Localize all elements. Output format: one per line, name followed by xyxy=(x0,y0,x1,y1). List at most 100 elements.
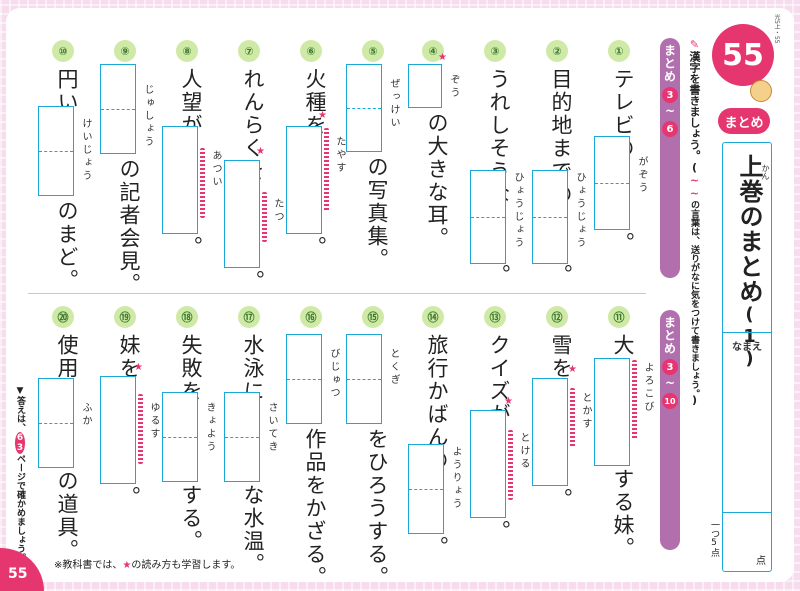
question-number: ⑥ xyxy=(300,40,322,62)
reading-ruby: とくぎ xyxy=(388,348,399,387)
question-number: ④ xyxy=(422,40,444,62)
wavy-underline xyxy=(570,388,575,448)
footnote-suffix: の読み方も学習します。 xyxy=(131,560,241,571)
page-ref: 光5上・55 xyxy=(773,14,780,44)
wavy-underline xyxy=(200,148,205,218)
question-text: 。 xyxy=(487,520,511,543)
reading-ruby: ひょうじょう xyxy=(512,172,523,250)
star-mark: ★ xyxy=(568,364,577,375)
wavy-underline xyxy=(508,430,513,500)
question-number: ⑤ xyxy=(362,40,384,62)
question-text: 雪を xyxy=(549,334,573,380)
page-number: 55 xyxy=(8,566,28,582)
question-text: 作品をかざる。 xyxy=(303,428,327,582)
answer-box[interactable] xyxy=(38,106,74,196)
answer-box[interactable] xyxy=(224,392,260,482)
section-tag-top: まとめ 3 ~ 6 xyxy=(660,38,680,278)
question-text: 。 xyxy=(241,270,265,293)
question-text: 。 xyxy=(179,236,203,259)
answer-box[interactable] xyxy=(286,126,322,234)
question-number: ⑩ xyxy=(52,40,74,62)
reading-ruby: ゆるす xyxy=(148,402,159,441)
question-text: な水温。 xyxy=(241,484,265,576)
answer-box[interactable] xyxy=(346,334,382,424)
answer-box[interactable] xyxy=(162,126,198,234)
tag-top-from: 3 xyxy=(662,87,678,103)
question-text: 火種を xyxy=(303,68,327,137)
question-text: 。 xyxy=(425,536,449,559)
question-text: 。 xyxy=(117,486,141,509)
answer-box[interactable] xyxy=(532,378,568,486)
reading-ruby: けいじょう xyxy=(80,118,91,183)
question-text: 失敗を xyxy=(179,334,203,403)
question-text: する。 xyxy=(179,484,203,553)
reading-ruby: たつ xyxy=(272,198,283,224)
question-number: ⑦ xyxy=(238,40,260,62)
wavy-sample-icon: ~~ xyxy=(688,174,701,200)
worksheet-page: 光5上・55 55 まとめ 上巻のまとめ(1) かん なまえ 点 一つ5点 ✎漢… xyxy=(6,8,794,582)
instruction: ✎漢字を書きましょう。(~~の言葉は、送りがなに気をつけて書きましょう。) xyxy=(686,38,702,407)
question-number: ⑳ xyxy=(52,306,74,328)
section-tag-bottom: まとめ 3 ~ 10 xyxy=(660,310,680,550)
answer-box[interactable] xyxy=(346,64,382,152)
section-divider xyxy=(28,293,646,294)
question-text: 。 xyxy=(487,264,511,287)
tag-bottom-to: 10 xyxy=(662,393,678,409)
name-label: なまえ xyxy=(732,342,762,353)
answer-box[interactable] xyxy=(470,170,506,264)
question-number: ⑱ xyxy=(176,306,198,328)
answer-box[interactable] xyxy=(594,358,630,466)
instruction-paren-close: ) xyxy=(688,393,701,407)
tag-bottom-label: まとめ xyxy=(662,316,677,355)
tag-top-tilde: ~ xyxy=(664,104,676,118)
question-text: のまど。 xyxy=(55,200,79,292)
question-text: 使用 xyxy=(55,334,79,380)
answer-box[interactable] xyxy=(38,378,74,468)
question-number: ⑭ xyxy=(422,306,444,328)
score-unit: 点 xyxy=(756,556,766,567)
answer-box[interactable] xyxy=(286,334,322,424)
question-text: 妹を xyxy=(117,334,141,380)
answer-box[interactable] xyxy=(408,64,442,108)
page-title-suffix: (1) xyxy=(739,304,760,370)
question-text: する妹。 xyxy=(611,468,635,560)
reading-ruby: よろこび xyxy=(642,362,653,414)
answer-box[interactable] xyxy=(224,160,260,268)
question-text: の道具。 xyxy=(55,470,79,562)
score-field[interactable] xyxy=(722,512,772,573)
question-text: 大 xyxy=(611,334,635,357)
question-text: 。 xyxy=(549,264,573,287)
reading-ruby: とかす xyxy=(580,392,591,431)
wavy-underline xyxy=(138,394,143,464)
footnote-prefix: ※教科書では、 xyxy=(54,560,123,571)
answer-box[interactable] xyxy=(408,444,444,534)
answer-box[interactable] xyxy=(100,376,136,484)
question-number: ⑮ xyxy=(362,306,384,328)
answer-box[interactable] xyxy=(532,170,568,264)
lesson-number-badge: 55 xyxy=(712,24,774,86)
star-mark: ★ xyxy=(438,52,447,63)
tag-bottom-tilde: ~ xyxy=(664,376,676,390)
cat-mascot-icon xyxy=(750,80,772,102)
answer-box[interactable] xyxy=(594,136,630,230)
reading-ruby: ぞう xyxy=(448,74,459,100)
question-number: ⑯ xyxy=(300,306,322,328)
question-number: ⑨ xyxy=(114,40,136,62)
question-number: ② xyxy=(546,40,568,62)
question-text: 。 xyxy=(549,488,573,511)
question-number: ⑫ xyxy=(546,306,568,328)
tag-top-to: 6 xyxy=(662,121,678,137)
answer-note-pre: ▼答えは、 xyxy=(15,386,25,432)
answer-box[interactable] xyxy=(162,392,198,482)
question-text: の大きな耳。 xyxy=(425,112,449,250)
answer-box[interactable] xyxy=(100,64,136,154)
name-field[interactable] xyxy=(722,332,772,513)
page-title: 上巻のまとめ(1) xyxy=(732,154,767,370)
reading-ruby: じゅしょう xyxy=(142,84,153,149)
reading-ruby: とける xyxy=(518,432,529,471)
answer-box[interactable] xyxy=(470,410,506,518)
question-number: ⑪ xyxy=(608,306,630,328)
question-text: の記者会見。 xyxy=(117,158,141,296)
reading-ruby: あつい xyxy=(210,150,221,189)
question-text: 。 xyxy=(303,236,327,259)
